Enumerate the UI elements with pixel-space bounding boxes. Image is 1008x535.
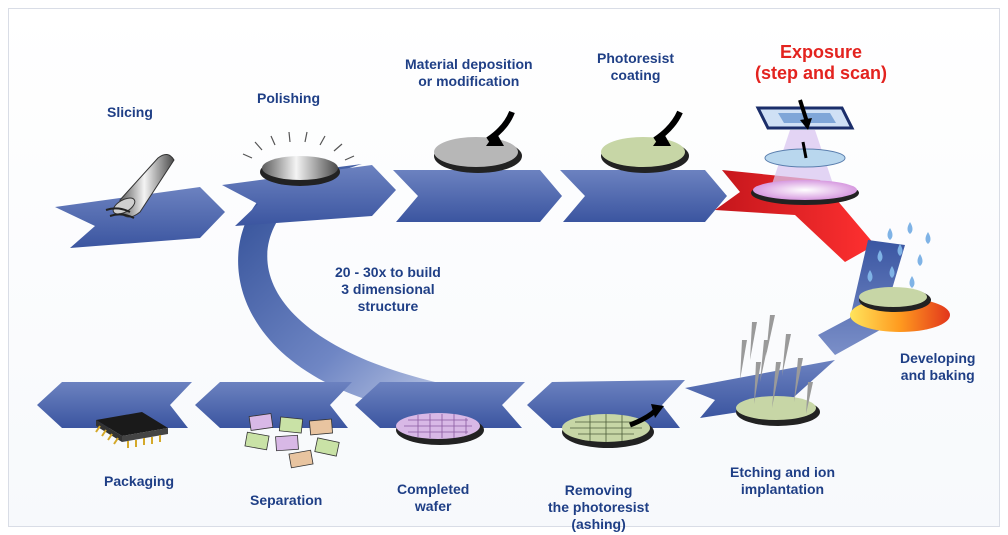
label-removing-line2: the photoresist — [548, 499, 650, 515]
loop-arrow — [238, 164, 505, 420]
arrow-packaging — [37, 382, 192, 428]
label-deposition: Material deposition or modification — [405, 56, 533, 90]
label-exposure: Exposure (step and scan) — [755, 42, 887, 84]
label-separation: Separation — [250, 492, 322, 509]
label-exposure-line2: (step and scan) — [755, 63, 888, 83]
arrow-deposition — [393, 170, 562, 222]
label-removing: Removing the photoresist (ashing) — [548, 482, 649, 533]
label-polishing: Polishing — [257, 90, 320, 107]
loop-note-line1: 20 - 30x to build — [335, 264, 441, 280]
label-completed-line2: wafer — [414, 498, 452, 514]
label-developing: Developing and baking — [900, 350, 975, 384]
label-photoresist-line1: Photoresist — [597, 50, 675, 66]
label-etching: Etching and ion implantation — [730, 464, 835, 498]
loop-note-line2: 3 dimensional — [341, 281, 435, 297]
label-exposure-line1: Exposure — [780, 42, 863, 62]
ashing-wafer-icon — [562, 404, 664, 448]
label-removing-line3: (ashing) — [571, 516, 626, 532]
arrow-slicing — [55, 187, 225, 248]
label-etching-line2: implantation — [740, 481, 825, 497]
loop-note: 20 - 30x to build 3 dimensional structur… — [335, 264, 441, 315]
label-etching-line1: Etching and ion — [730, 464, 835, 480]
scanner-lens-icon — [751, 99, 859, 205]
label-slicing: Slicing — [107, 104, 153, 121]
label-completed: Completed wafer — [397, 481, 469, 515]
arrow-separation — [195, 382, 352, 428]
label-packaging: Packaging — [104, 473, 174, 490]
label-deposition-line1: Material deposition — [405, 56, 533, 72]
arrow-polishing — [222, 165, 396, 226]
ingot-icon — [105, 154, 175, 219]
heated-wafer-icon — [850, 287, 950, 332]
label-completed-line1: Completed — [397, 481, 470, 497]
label-developing-line2: and baking — [900, 367, 975, 383]
diced-chips-icon — [244, 413, 340, 469]
diagram-frame — [8, 8, 1000, 527]
label-polishing-line1: Polishing — [257, 90, 320, 106]
arrow-completed — [355, 382, 525, 428]
ion-beam-icon — [736, 315, 820, 426]
chip-package-icon — [95, 412, 168, 448]
patterned-wafer-icon — [396, 413, 484, 445]
label-removing-line1: Removing — [564, 482, 633, 498]
water-drops-icon — [867, 222, 931, 288]
deposition-wafer-icon — [434, 110, 522, 173]
label-developing-line1: Developing — [900, 350, 976, 366]
label-photoresist-line2: coating — [610, 67, 661, 83]
loop-note-line3: structure — [357, 298, 419, 314]
label-deposition-line2: or modification — [418, 73, 520, 89]
label-packaging-line1: Packaging — [104, 473, 175, 489]
label-separation-line1: Separation — [250, 492, 323, 508]
label-photoresist: Photoresist coating — [597, 50, 674, 84]
polished-wafer-icon — [242, 131, 355, 186]
label-slicing-line1: Slicing — [107, 104, 153, 120]
coated-wafer-icon — [601, 110, 689, 173]
arrow-photoresist — [560, 170, 727, 222]
